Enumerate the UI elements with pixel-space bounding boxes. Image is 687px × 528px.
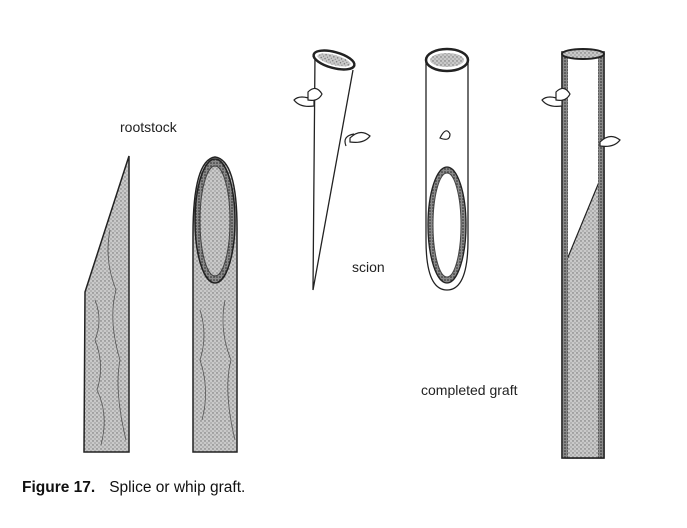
rootstock-label: rootstock: [120, 119, 177, 135]
bud-icon: [599, 135, 621, 147]
rootstock-front-view: [192, 156, 238, 453]
figure-caption-text: Splice or whip graft.: [109, 479, 246, 496]
bud-icon: [349, 131, 371, 143]
scion-side-view: [293, 49, 371, 291]
rootstock-side-view: [83, 155, 130, 453]
figure-number: Figure 17.: [22, 479, 96, 496]
scion-label: scion: [352, 259, 385, 275]
bud-icon: [439, 130, 451, 140]
completed-graft-label: completed graft: [421, 382, 518, 398]
figure-caption: Figure 17. Splice or whip graft.: [22, 479, 245, 497]
completed-graft-view: [541, 48, 621, 459]
scion-front-view: [424, 47, 470, 291]
